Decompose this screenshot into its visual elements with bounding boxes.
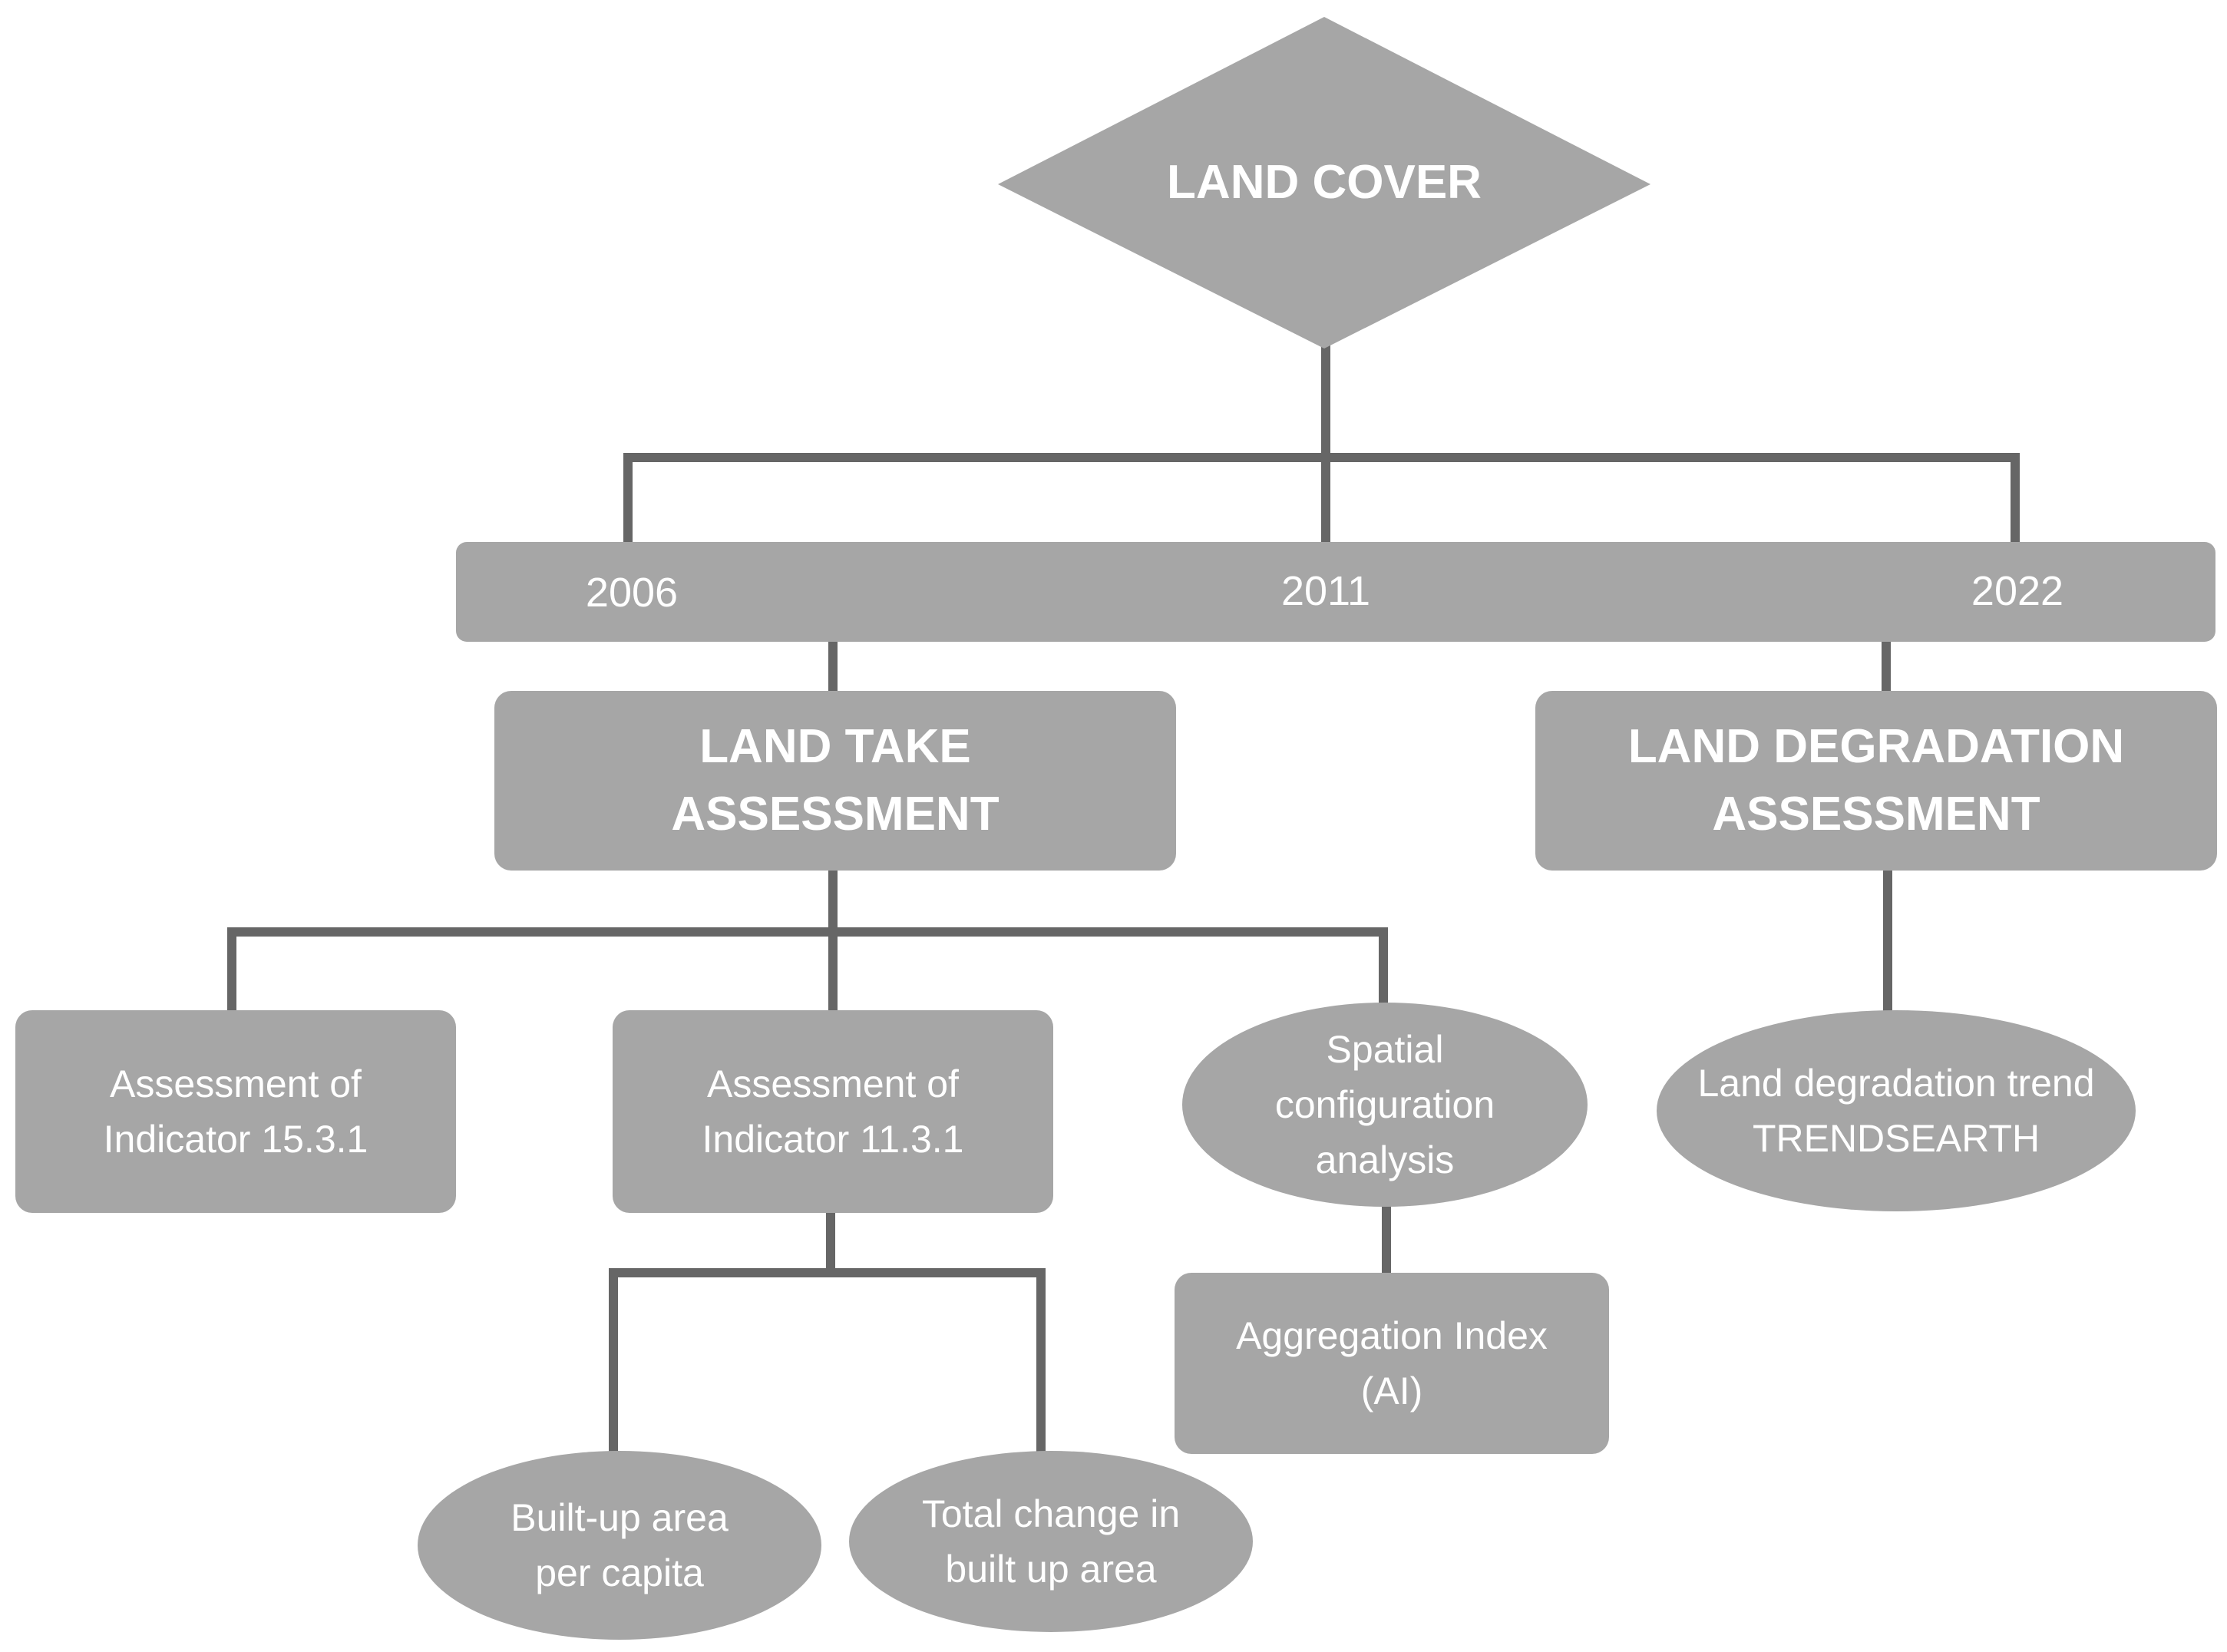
year-bar (456, 542, 2215, 642)
total-change-built-up-ellipse (849, 1451, 1253, 1632)
indicator-11-3-1-label: Assessment of Indicator 11.3.1 (702, 1062, 964, 1161)
connector-indicator-11-branch-right (826, 1268, 1046, 1457)
land-degradation-trend-ellipse (1657, 1010, 2136, 1211)
land-cover-label: LAND COVER (1167, 156, 1482, 209)
aggregation-index-box (1175, 1273, 1609, 1454)
total-change-built-up-label: Total change in built up area (921, 1492, 1181, 1591)
indicator-15-3-1-label: Assessment of Indicator 15.3.1 (103, 1062, 368, 1161)
connector-root-branch (623, 453, 2020, 548)
land-degradation-assessment-box (1535, 691, 2217, 871)
year-2006: 2006 (585, 570, 679, 616)
indicator-11-3-1-box (613, 1010, 1053, 1213)
land-take-assessment-box (494, 691, 1176, 871)
connector-indicator-11-branch (609, 1208, 835, 1457)
built-up-per-capita-ellipse (418, 1451, 821, 1640)
year-2022: 2022 (1971, 568, 2064, 614)
built-up-per-capita-label: Built-up area per capita (510, 1496, 729, 1594)
aggregation-index-label: Aggregation Index (AI) (1236, 1314, 1548, 1412)
spatial-configuration-label: Spatial configuration analysis (1274, 1028, 1495, 1181)
land-take-assessment-label: LAND TAKE ASSESSMENT (671, 720, 1000, 841)
spatial-configuration-ellipse (1182, 1003, 1588, 1207)
land-cover-diamond (998, 17, 1650, 349)
connector-land-take-branch (227, 927, 1388, 1016)
land-degradation-assessment-label: LAND DEGRADATION ASSESSMENT (1627, 720, 2125, 841)
land-degradation-trend-label: Land degradation trend TRENDSEARTH (1697, 1062, 2095, 1160)
year-2011: 2011 (1280, 568, 1371, 614)
indicator-15-3-1-box (15, 1010, 456, 1213)
